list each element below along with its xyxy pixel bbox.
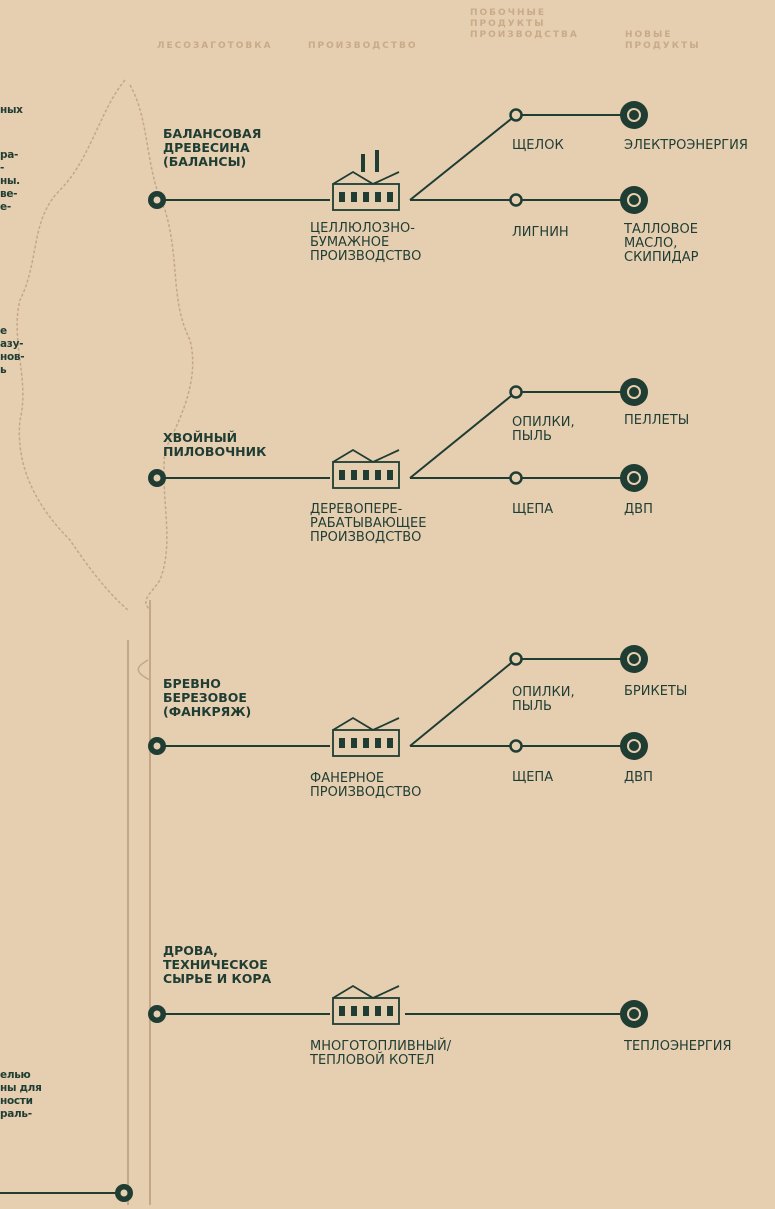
tree-outline-illustration (16, 79, 194, 1205)
raw-material-node-center-2 (153, 474, 161, 482)
pulp-mill-icon-chimney (361, 154, 365, 172)
pulp-mill-icon-chimney (375, 150, 379, 172)
tree-crown-outline (16, 79, 194, 611)
plywood-plant-icon-window (375, 738, 381, 748)
lightning-icon (620, 101, 648, 129)
pulp-mill-icon-window (351, 192, 357, 202)
fiberboard-icon-glyph (627, 471, 641, 485)
byproduct-label-3b: ЩЕПА (512, 770, 554, 785)
pulp-mill-icon-window (363, 192, 369, 202)
briquette-icon (620, 645, 648, 673)
byproduct-label-1a: ЩЕЛОК (512, 138, 564, 153)
raw-material-node-center-4 (153, 1010, 161, 1018)
sawmill-icon-window (387, 470, 393, 480)
sawmill-icon (332, 461, 400, 489)
fiberboard-icon (620, 732, 648, 760)
plywood-plant-icon-window (351, 738, 357, 748)
raw-material-label-4: ДРОВА, ТЕХНИЧЕСКОЕ СЫРЬЕ И КОРА (163, 943, 272, 986)
plywood-plant-icon-roof (332, 716, 400, 732)
lightning-icon-glyph (627, 108, 641, 122)
raw-material-node-center-1 (153, 196, 161, 204)
boiler-icon-window (363, 1006, 369, 1016)
boiler-icon-window (339, 1006, 345, 1016)
header-logging: ЛЕСОЗАГОТОВКА (157, 41, 273, 51)
sawmill-icon-window (363, 470, 369, 480)
boiler-icon-roof (332, 984, 400, 1000)
sawmill-icon-roof (332, 448, 400, 464)
raw-material-node-center-3 (153, 742, 161, 750)
production-label-1: ЦЕЛЛЮЛОЗНО- БУМАЖНОЕ ПРОИЗВОДСТВО (310, 221, 422, 264)
flame-icon-glyph (627, 1007, 641, 1021)
production-to-byproduct-line-3a (409, 658, 517, 747)
product-label-4a: ТЕПЛОЭНЕРГИЯ (624, 1039, 732, 1054)
product-label-2a: ПЕЛЛЕТЫ (624, 413, 690, 428)
raw-material-label-1: БАЛАНСОВАЯ ДРЕВЕСИНА (БАЛАНСЫ) (163, 126, 262, 169)
left-text-fragment-1: ных (0, 104, 23, 116)
product-icons (332, 101, 648, 1028)
byproduct-node-1a (509, 108, 523, 122)
production-to-byproduct-line-2a (409, 391, 517, 479)
raw-material-label-2: ХВОЙНЫЙ ПИЛОВОЧНИК (163, 430, 267, 459)
production-label-2: ДЕРЕВОПЕРЕ- РАБАТЫВАЮЩЕЕ ПРОИЗВОДСТВО (310, 502, 427, 545)
pulp-mill-icon (332, 183, 400, 211)
tree-branch-stub (137, 659, 151, 681)
plywood-plant-icon-window (387, 738, 393, 748)
plywood-plant-icon-window (363, 738, 369, 748)
left-text-fragment-2: ра- - ны. ве- е- (0, 149, 20, 213)
byproduct-node-1b (509, 193, 523, 207)
flame-icon (620, 1000, 648, 1028)
product-label-2b: ДВП (624, 502, 653, 517)
left-text-fragment-4: елью ны для ности раль- (0, 1069, 42, 1120)
boiler-icon-window (387, 1006, 393, 1016)
production-label-4: МНОГОТОПЛИВНЫЙ/ ТЕПЛОВОЙ КОТЕЛ (310, 1039, 452, 1068)
production-label-3: ФАНЕРНОЕ ПРОИЗВОДСТВО (310, 771, 422, 800)
pulp-mill-icon-window (387, 192, 393, 202)
drop-icon-glyph (627, 193, 641, 207)
boiler-icon-window (375, 1006, 381, 1016)
pulp-mill-icon-window (375, 192, 381, 202)
sawmill-icon-window (375, 470, 381, 480)
sawmill-icon-window (351, 470, 357, 480)
product-label-1a: ЭЛЕКТРОЭНЕРГИЯ (624, 138, 748, 153)
connector-nodes (115, 108, 523, 1202)
tree-trunk (127, 600, 151, 1205)
byproduct-label-2b: ЩЕПА (512, 502, 554, 517)
product-label-3a: БРИКЕТЫ (624, 684, 688, 699)
boiler-icon (332, 997, 400, 1025)
plywood-plant-icon (332, 729, 400, 757)
header-new-products: НОВЫЕ ПРОДУКТЫ (625, 30, 701, 51)
connector-lines (0, 114, 634, 1194)
pulp-mill-icon-window (339, 192, 345, 202)
fiberboard-icon-glyph (627, 739, 641, 753)
byproduct-node-2a (509, 385, 523, 399)
drop-icon (620, 186, 648, 214)
byproduct-node-3a (509, 652, 523, 666)
byproduct-label-3a: ОПИЛКИ, ПЫЛЬ (512, 685, 575, 714)
fiberboard-icon (620, 464, 648, 492)
bottom-node-center (120, 1189, 128, 1197)
byproduct-label-2a: ОПИЛКИ, ПЫЛЬ (512, 415, 575, 444)
production-to-byproduct-line-1a (409, 114, 517, 201)
briquette-icon-glyph (627, 652, 641, 666)
header-production: ПРОИЗВОДСТВО (308, 41, 418, 51)
pulp-mill-icon-roof (332, 170, 400, 186)
sawmill-icon-window (339, 470, 345, 480)
header-byproducts: ПОБОЧНЫЕ ПРОДУКТЫ ПРОИЗВОДСТВА (470, 8, 579, 40)
byproduct-label-1b: ЛИГНИН (512, 225, 569, 240)
pellet-icon (620, 378, 648, 406)
byproduct-node-2b (509, 471, 523, 485)
plywood-plant-icon-window (339, 738, 345, 748)
left-text-fragment-3: е азу- нов- ь (0, 325, 25, 376)
raw-material-label-3: БРЕВНО БЕРЕЗОВОЕ (ФАНКРЯЖ) (163, 676, 252, 719)
product-label-3b: ДВП (624, 770, 653, 785)
product-label-1b: ТАЛЛОВОЕ МАСЛО, СКИПИДАР (624, 222, 699, 265)
boiler-icon-window (351, 1006, 357, 1016)
byproduct-node-3b (509, 739, 523, 753)
pellet-icon-glyph (627, 385, 641, 399)
